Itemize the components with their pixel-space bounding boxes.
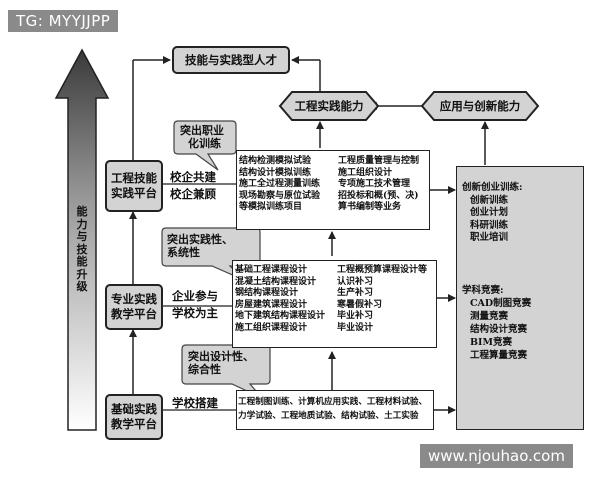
professional-practice-left-list: 基础工程课程设计 混凝土结构课程设计 钢结构课程设计 房屋建筑课程设计 地下建筑…: [235, 265, 326, 333]
competition-list: 学科竞赛: CAD制图竞赛 测量竞赛 结构设计竞赛 BIM竞赛 工程算量竞赛: [462, 285, 532, 361]
skill-training-left-list: 结构检测模拟试验 结构设计模拟训练 施工全过程测量训练 现场勘察与原位试验 等模…: [239, 156, 321, 212]
basic-practice-list: 工程制图训练、计算机应用实践、工程材料试验、 力学试验、工程地质试验、结构试验、…: [238, 397, 428, 421]
hex-innovation-shape: [420, 91, 540, 121]
skill-training-right-list: 工程质量管理与控制 施工组织设计 专项施工技术管理 招投标和概(预、决) 算书编…: [338, 156, 420, 212]
hex-engineering-shape: [278, 91, 380, 121]
basic-platform-box: 基础实践 教学平台: [105, 394, 163, 440]
talent-goal-box: 技能与实践型人才: [172, 46, 290, 74]
professional-platform-box: 专业实践 教学平台: [105, 284, 163, 330]
callout-3-text: 突出设计性、 综合性: [188, 350, 254, 376]
skill-training-box: [236, 150, 430, 230]
innovation-panel: [456, 166, 584, 430]
watermark-top: TG: MYYJJPP: [8, 10, 119, 32]
watermark-bottom: www.njouhao.com: [420, 444, 573, 468]
professional-practice-box: [232, 260, 437, 348]
callout-1-shape: [173, 120, 237, 171]
ability-upgrade-arrow: [54, 48, 110, 431]
callout-1-text: 突出职业 化训练: [180, 124, 224, 150]
professional-side-label: 企业参与 学校为主: [172, 289, 218, 320]
hex-innovation-label: 应用与创新能力: [439, 99, 521, 113]
hex-engineering-label: 工程实践能力: [294, 99, 364, 113]
engineering-platform-box: 工程技能 实践平台: [105, 160, 163, 212]
basic-side-label: 学校搭建: [172, 396, 218, 410]
basic-practice-box: [236, 390, 434, 430]
professional-practice-right-list: 工程概预算课程设计等 认识补习 生产补习 寒暑假补习 毕业补习 毕业设计: [337, 265, 428, 333]
ability-upgrade-label: 能 力 与 技 能 升 级: [76, 205, 88, 293]
innovation-training-list: 创新创业训练: 创新训练 创业计划 科研训练 职业培训: [462, 182, 523, 243]
callout-2-text: 突出实践性、 系统性: [167, 233, 233, 259]
engineering-side-label: 校企共建 校企兼顾: [170, 170, 216, 201]
